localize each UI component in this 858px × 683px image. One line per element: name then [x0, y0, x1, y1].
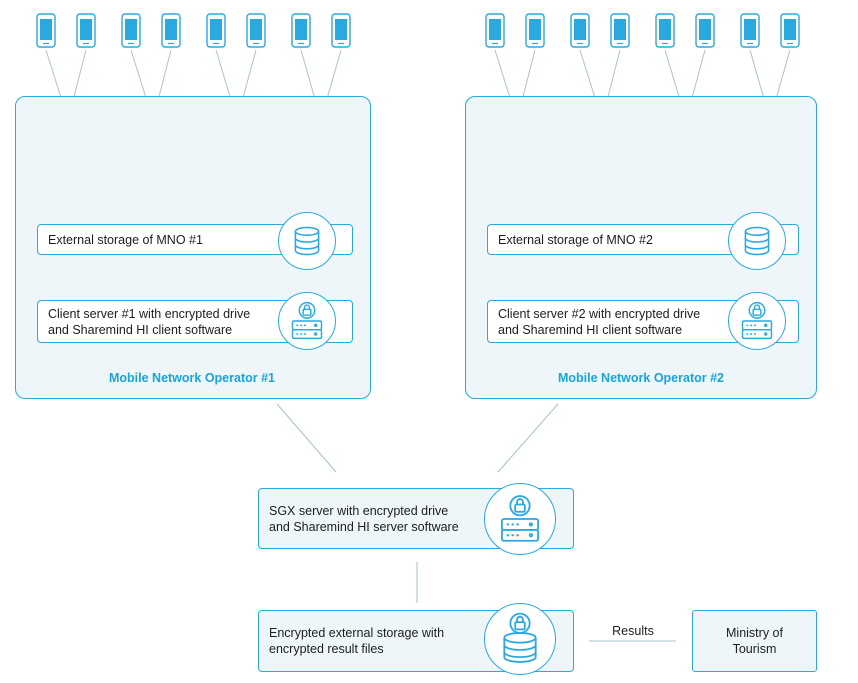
results-label: Results — [612, 624, 654, 638]
phone-icon — [246, 13, 266, 48]
phone-icon — [780, 13, 800, 48]
phone-icon — [121, 13, 141, 48]
phone-icon — [76, 13, 96, 48]
phone-icon — [36, 13, 56, 48]
encrypted-server-icon — [278, 292, 336, 350]
encrypted-server-icon — [728, 292, 786, 350]
phone-icon — [740, 13, 760, 48]
encrypted-server-icon — [484, 483, 556, 555]
phone-icon — [331, 13, 351, 48]
external-storage-label-1: External storage of MNO #1 — [48, 232, 203, 247]
encrypted-database-icon — [484, 603, 556, 675]
phone-icon — [570, 13, 590, 48]
client-server-label-1: Client server #1 with encrypted drive an… — [48, 306, 251, 337]
phone-icon — [291, 13, 311, 48]
database-icon — [278, 212, 336, 270]
sgx-server-label: SGX server with encrypted drive and Shar… — [269, 503, 459, 534]
phone-icon — [161, 13, 181, 48]
phone-icon — [655, 13, 675, 48]
phone-icon — [206, 13, 226, 48]
operator-label-1: Mobile Network Operator #1 — [108, 371, 275, 385]
phone-icon — [695, 13, 715, 48]
database-icon — [728, 212, 786, 270]
ministry-of-tourism-box: Ministry of Tourism — [692, 610, 817, 672]
operator-label-2: Mobile Network Operator #2 — [557, 371, 724, 385]
phone-icon — [610, 13, 630, 48]
phone-icon — [525, 13, 545, 48]
result-storage-label: Encrypted external storage with encrypte… — [269, 626, 445, 656]
external-storage-label-2: External storage of MNO #2 — [498, 232, 653, 247]
phone-icon — [485, 13, 505, 48]
client-server-label-2: Client server #2 with encrypted drive an… — [498, 306, 701, 337]
